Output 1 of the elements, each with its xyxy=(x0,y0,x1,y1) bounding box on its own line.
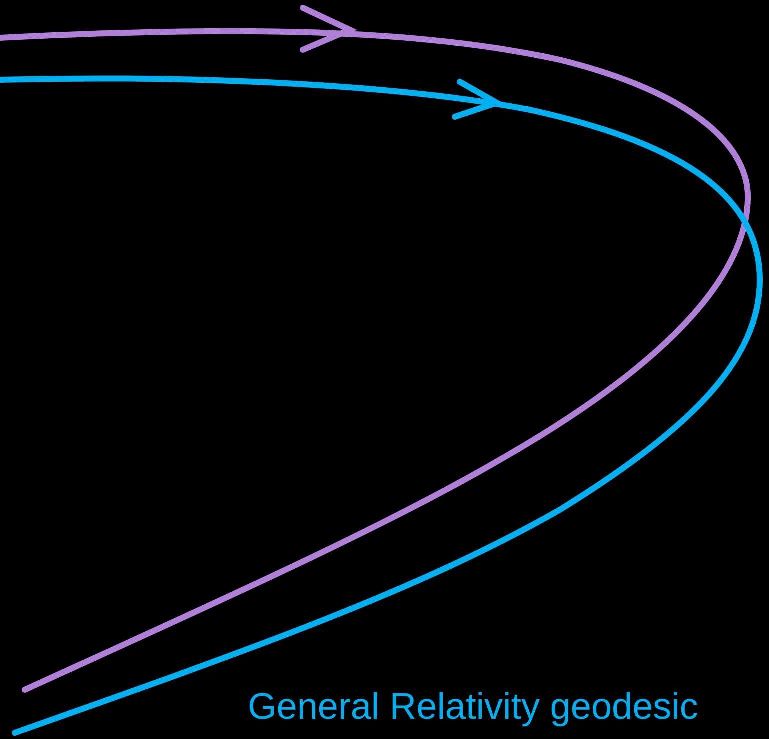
curve-label: General Relativity geodesic xyxy=(248,686,698,728)
